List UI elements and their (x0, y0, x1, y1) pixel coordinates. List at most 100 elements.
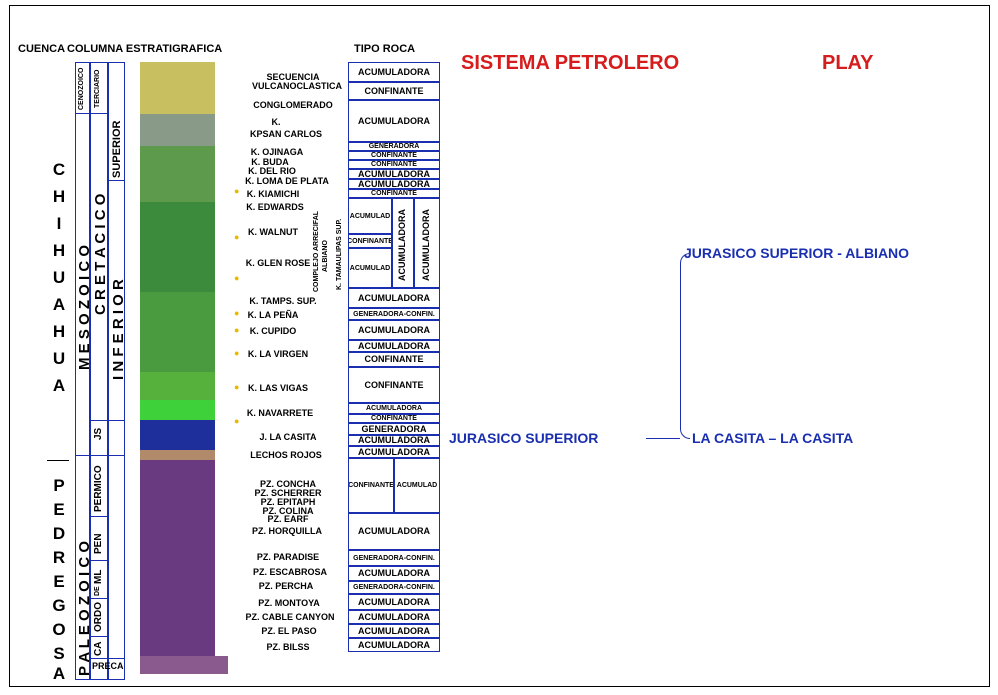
period-ca: CA (93, 641, 104, 656)
header-cuenca: CUENCA (18, 43, 66, 55)
period-column (90, 62, 108, 680)
roca-box: ACUMULADORA (348, 288, 440, 308)
epoch-divider (108, 180, 125, 181)
header-tipo-roca: TIPO ROCA (354, 43, 416, 55)
cuenca-letter: G (52, 596, 66, 615)
roca-box: CONFINANTE (348, 82, 440, 100)
roca-box: ACUMULADORA (348, 179, 440, 189)
formation-label: PZ. COLINA (262, 506, 314, 516)
oil-drop-icon: ● (234, 232, 240, 242)
roca-box: GENERADORA (348, 423, 440, 435)
strat-layer-precambrian (140, 656, 228, 674)
roca-box-vertical: ACUMULADORA (392, 198, 414, 288)
strat-layer-navarrete (140, 400, 215, 420)
strat-layer-paleozoic (140, 460, 215, 656)
oil-drop-icon: ● (234, 186, 240, 196)
formation-label: LECHOS ROJOS (250, 450, 322, 460)
roca-box: ACUMULADORA (348, 513, 440, 550)
epoch-column (108, 62, 125, 680)
formation-label: PZ. PARADISE (256, 552, 320, 562)
header-play: PLAY (822, 52, 874, 74)
cuenca-letter: H (52, 241, 66, 260)
roca-box: ACUMULADORA (348, 566, 440, 581)
header-sistema-petrolero: SISTEMA PETROLERO (461, 52, 680, 74)
era-mesozoico: M E S O Z O I C O (76, 244, 93, 370)
roca-box: GENERADORA-CONFIN. (348, 581, 440, 594)
play-jurasico-albiano: JURASICO SUPERIOR - ALBIANO (684, 245, 910, 261)
roca-box: ACUMULADORA (348, 594, 440, 610)
strat-layer-la-casita (140, 420, 215, 450)
roca-box: CONFINANTE (348, 458, 394, 513)
strat-layer-san-carlos (140, 114, 215, 146)
oil-drop-icon: ● (234, 325, 240, 335)
cuenca-letter: A (52, 376, 66, 395)
play-la-casita: LA CASITA – LA CASITA (692, 430, 854, 446)
roca-box: ACUMULADORA (348, 169, 440, 179)
period-divider (90, 516, 108, 517)
roca-box: CONFINANTE (348, 234, 392, 248)
cuenca-letter: E (53, 572, 65, 591)
period-ordo: ORDO (93, 602, 104, 632)
formation-label: PZ. CONCHA (260, 479, 316, 489)
period-js: JS (93, 427, 104, 440)
formation-label: K. GLEN ROSE (245, 258, 311, 268)
oil-drop-icon: ● (234, 348, 240, 358)
roca-box: ACUMULAD (348, 198, 392, 234)
formation-label: K. KIAMICHI (246, 189, 300, 199)
roca-box: ACUMULAD (394, 458, 440, 513)
era-divider (75, 113, 108, 114)
roca-box: ACUMULADORA (348, 435, 440, 446)
formation-label: K. CUPIDO (249, 326, 297, 336)
complejo-label: K. TAMAULIPAS SUP. (336, 218, 343, 290)
cuenca-letter: P (53, 476, 65, 495)
roca-box: CONFINANTE (348, 160, 440, 169)
cuenca-letter: H (52, 322, 66, 341)
cuenca-letter: C (52, 160, 66, 179)
formation-label: K. LAS VIGAS (247, 383, 308, 393)
roca-box: ACUMULADORA (348, 624, 440, 638)
period-divider (90, 658, 125, 659)
formation-label: K. (271, 117, 281, 127)
formation-label: PZ. ESCABROSA (252, 567, 327, 577)
roca-box: CONFINANTE (348, 189, 440, 198)
era-paleozoico: P A L E O Z O I C O (76, 540, 93, 676)
cuenca-letter: O (52, 620, 66, 639)
period-permico: PERMICO (93, 465, 104, 512)
roca-box: ACUMULADORA (348, 403, 440, 414)
roca-box-vertical: ACUMULADORA (414, 198, 440, 288)
roca-box: ACUMULADORA (348, 62, 440, 82)
period-preca: PRECA (92, 661, 124, 671)
complejo-label: COMPLEJO ARRECIFAL (313, 210, 320, 292)
roca-box: ACUMULADORA (348, 320, 440, 340)
formation-label: K. BUDA (251, 157, 289, 167)
cuenca-letter: E (53, 500, 65, 519)
period-divider (90, 598, 108, 599)
cuenca-letter: D (52, 524, 66, 543)
era-cenozoico: CENOZOICO (78, 67, 85, 110)
figure-frame (9, 5, 990, 687)
period-divider (90, 420, 125, 421)
era-divider (75, 455, 125, 456)
formation-label: VULCANOCLASTICA (252, 81, 342, 91)
roca-box: GENERADORA (348, 142, 440, 151)
formation-label: K. LA PEÑA (247, 310, 299, 320)
roca-box: ACUMULADORA (348, 340, 440, 352)
formation-label: K. WALNUT (248, 227, 298, 237)
oil-drop-icon: ● (234, 416, 240, 426)
formation-label: PZ. EL PASO (261, 626, 317, 636)
sistema-petrolero-label: JURASICO SUPERIOR (449, 430, 599, 446)
cuenca-letter: A (52, 295, 66, 314)
cuenca-letter: S (53, 644, 65, 663)
formation-label: PZ. EPITAPH (260, 497, 316, 507)
oil-drop-icon: ● (234, 308, 240, 318)
formation-label: PZ. HORQUILLA (252, 526, 322, 536)
roca-box: CONFINANTE (348, 352, 440, 367)
formation-label: PZ. MONTOYA (258, 598, 320, 608)
roca-box: CONFINANTE (348, 414, 440, 423)
cuenca-divider (47, 460, 69, 461)
roca-box: CONFINANTE (348, 151, 440, 160)
roca-box: CONFINANTE (348, 367, 440, 403)
roca-box: GENERADORA-CONFIN. (348, 550, 440, 566)
epoch-inferior: I N F E R I O R (110, 279, 127, 380)
roca-vertical-label: ACUMULADORA (397, 209, 407, 281)
